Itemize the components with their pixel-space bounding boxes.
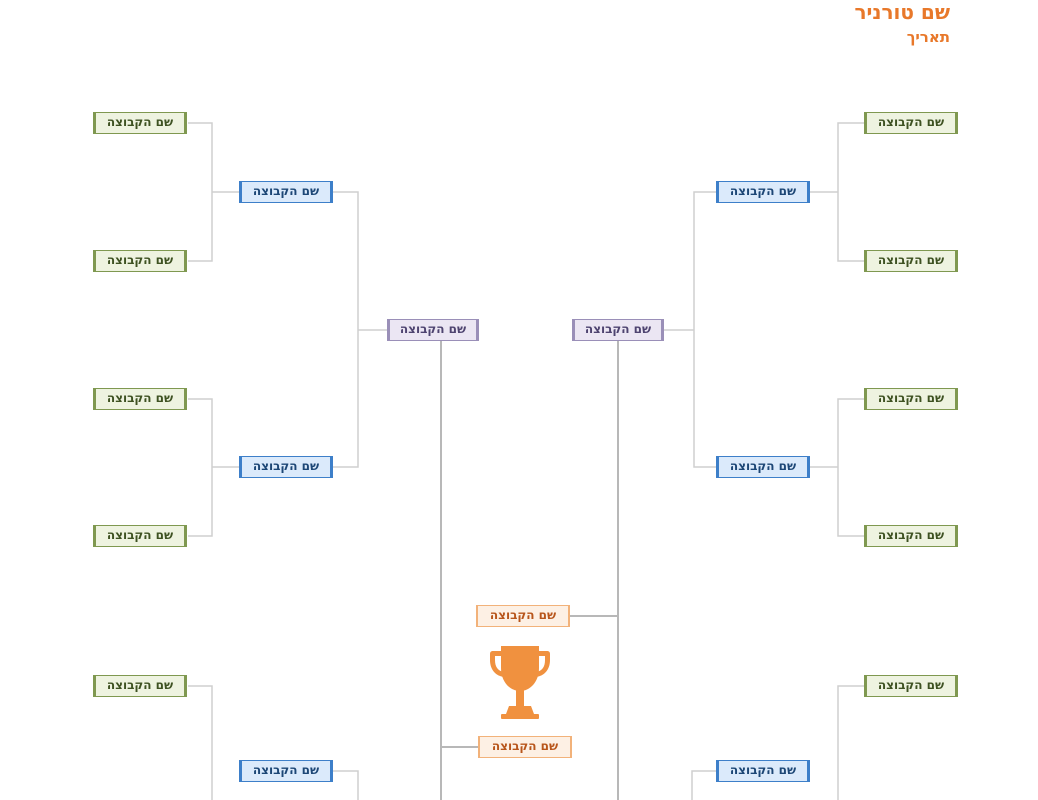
trophy-icon <box>490 646 550 719</box>
right-semifinal-team[interactable]: שם הקבוצה <box>572 319 664 341</box>
left-round1-team-3[interactable]: שם הקבוצה <box>93 388 187 410</box>
right-round2-team-1[interactable]: שם הקבוצה <box>716 181 810 203</box>
right-round2-team-2[interactable]: שם הקבוצה <box>716 456 810 478</box>
right-round1-team-2[interactable]: שם הקבוצה <box>864 250 958 272</box>
finalist-team-1[interactable]: שם הקבוצה <box>476 605 570 627</box>
right-round1-team-4[interactable]: שם הקבוצה <box>864 525 958 547</box>
right-round1-team-1[interactable]: שם הקבוצה <box>864 112 958 134</box>
left-round1-team-5[interactable]: שם הקבוצה <box>93 675 187 697</box>
left-round1-team-4[interactable]: שם הקבוצה <box>93 525 187 547</box>
left-round1-team-1[interactable]: שם הקבוצה <box>93 112 187 134</box>
left-round1-team-2[interactable]: שם הקבוצה <box>93 250 187 272</box>
left-semifinal-team[interactable]: שם הקבוצה <box>387 319 479 341</box>
left-round2-team-3[interactable]: שם הקבוצה <box>239 760 333 782</box>
right-round1-team-3[interactable]: שם הקבוצה <box>864 388 958 410</box>
tournament-date[interactable]: תאריך <box>906 28 950 46</box>
finalist-team-2[interactable]: שם הקבוצה <box>478 736 572 758</box>
left-round2-team-1[interactable]: שם הקבוצה <box>239 181 333 203</box>
right-round1-team-5[interactable]: שם הקבוצה <box>864 675 958 697</box>
tournament-title[interactable]: שם טורניר <box>854 0 950 24</box>
right-round2-team-3[interactable]: שם הקבוצה <box>716 760 810 782</box>
left-round2-team-2[interactable]: שם הקבוצה <box>239 456 333 478</box>
